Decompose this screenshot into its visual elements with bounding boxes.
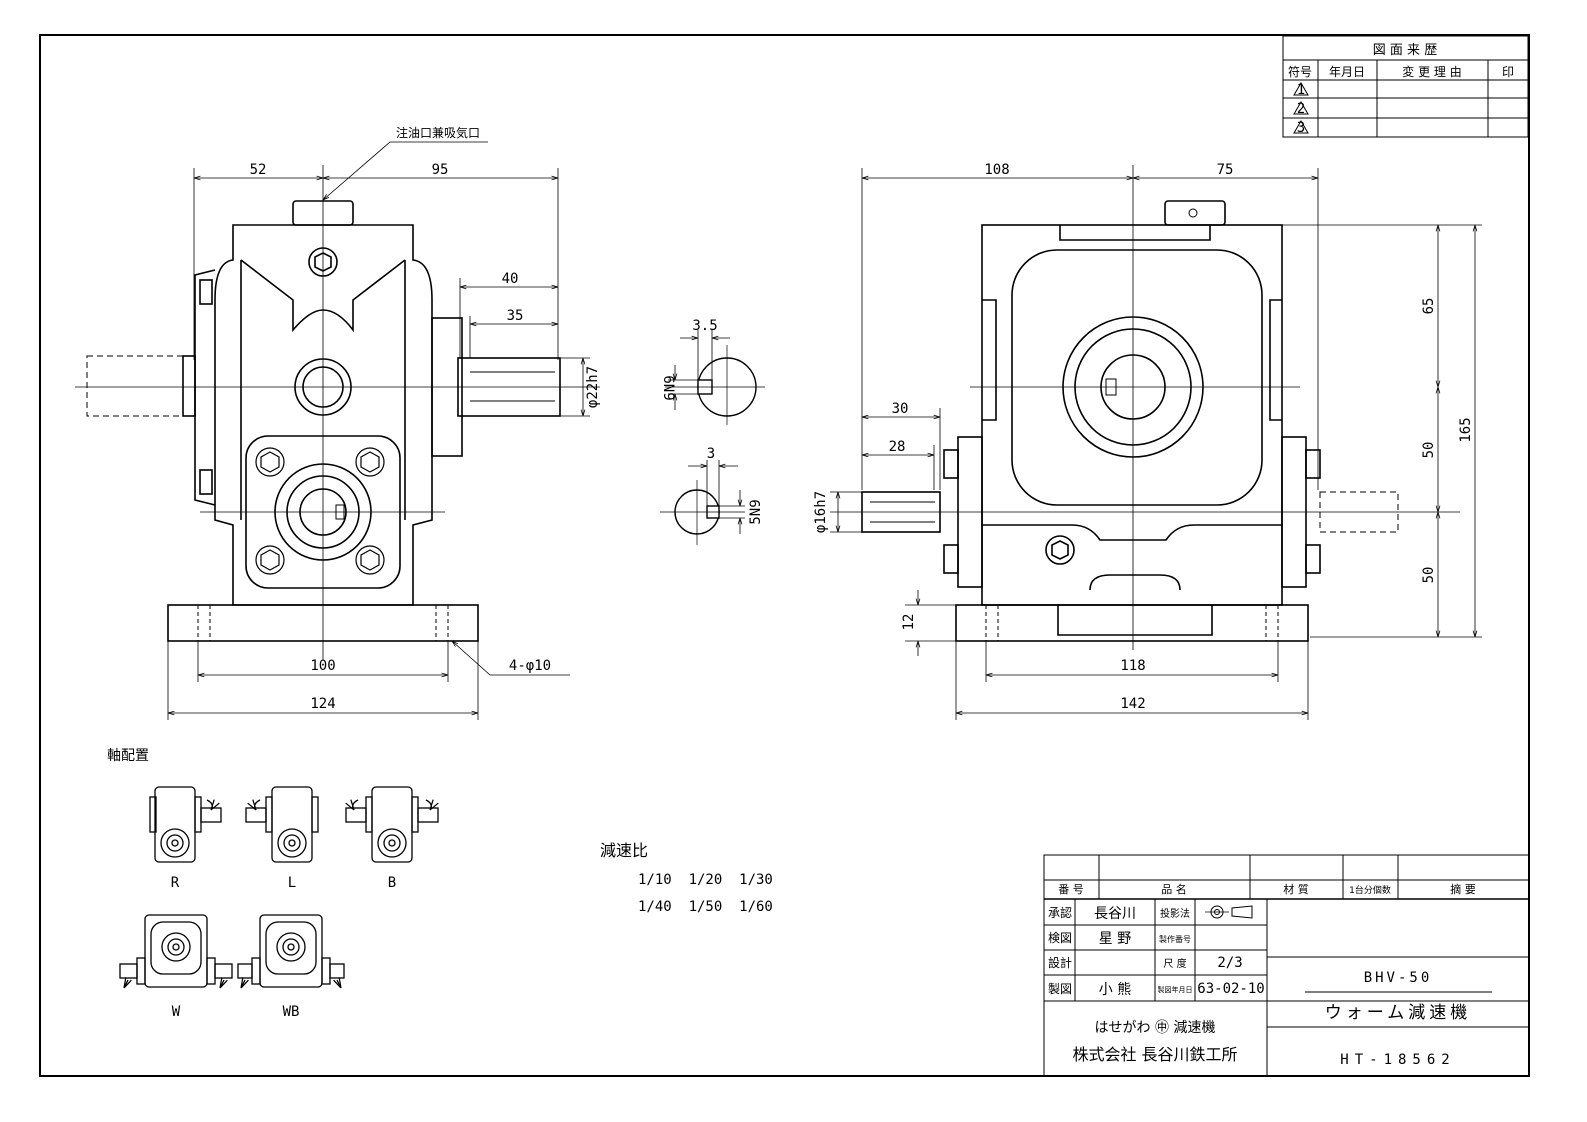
- dim-5n9: 5N9: [748, 499, 764, 524]
- tb-product-no-label: 製作番号: [1159, 934, 1191, 944]
- dim-95: 95: [432, 162, 449, 178]
- tb-model: BHV-50: [1364, 970, 1433, 986]
- dim-6n9: 6N9: [660, 375, 676, 400]
- side-view-dimensions: [830, 168, 1482, 720]
- front-view-dimensions: [167, 141, 590, 720]
- tb-header-material: 材 質: [1283, 882, 1309, 896]
- rev-mark-1: 1: [1297, 82, 1305, 98]
- dim-holes: 4-φ10: [509, 658, 551, 674]
- rev-mark-3: 3: [1297, 120, 1305, 136]
- tb-header-qty: 1台分個数: [1349, 884, 1391, 896]
- tb-approve-name: 長谷川: [1094, 906, 1136, 922]
- dim-shaft-22: φ22h7: [585, 366, 601, 408]
- tb-approve-label: 承認: [1048, 905, 1072, 920]
- tb-company-line2: 株式会社 長谷川鉄工所: [1072, 1045, 1237, 1064]
- tb-date-label: 製図年月日: [1158, 985, 1193, 994]
- arrangement-label-wb: WB: [283, 1004, 300, 1020]
- dim-52: 52: [250, 162, 267, 178]
- oil-port-label: 注油口兼吸気口: [396, 125, 480, 140]
- dim-165: 165: [1458, 417, 1474, 442]
- dim-30: 30: [892, 401, 909, 417]
- tb-header-name: 品 名: [1161, 882, 1187, 896]
- tb-design-label: 設計: [1048, 955, 1072, 970]
- dim-12: 12: [901, 614, 917, 631]
- tb-check-label: 検図: [1048, 931, 1072, 945]
- arrangement-label-b: B: [388, 875, 396, 891]
- axis-arrangement-label: 軸配置: [107, 748, 149, 764]
- dim-118: 118: [1120, 658, 1145, 674]
- reduction-ratio-title: 減速比: [600, 841, 648, 860]
- dim-50-upper: 50: [1421, 442, 1437, 459]
- title-block: [1043, 854, 1530, 1077]
- tb-draw-name: 小 熊: [1099, 982, 1131, 998]
- front-view: [75, 165, 600, 660]
- tb-scale-label: 尺 度: [1163, 957, 1186, 970]
- dim-142: 142: [1120, 696, 1145, 712]
- dim-3: 3: [707, 446, 715, 462]
- dim-50-lower: 50: [1421, 567, 1437, 584]
- arrangement-label-l: L: [288, 875, 296, 891]
- dim-35: 35: [507, 308, 524, 324]
- arrangement-w: [119, 914, 233, 988]
- tb-header-note: 摘 要: [1450, 882, 1476, 896]
- key-detail-dimensions: [668, 330, 745, 534]
- sheet-border: [39, 34, 1530, 1077]
- dim-40: 40: [502, 271, 519, 287]
- arrangement-l: [245, 786, 319, 863]
- tb-company-line1: はせがわ ㊥ 減速機: [1095, 1019, 1216, 1036]
- tb-check-name: 星 野: [1099, 931, 1131, 947]
- dim-124: 124: [310, 696, 335, 712]
- tb-product-name: ウォーム減速機: [1325, 1003, 1472, 1023]
- dim-28: 28: [889, 439, 906, 455]
- dim-65: 65: [1421, 298, 1437, 315]
- ratios-row-1: 1/10 1/20 1/30: [638, 872, 773, 888]
- dim-shaft-16: φ16h7: [813, 491, 829, 533]
- arrangement-r: [149, 786, 222, 863]
- rev-mark-2: 2: [1297, 101, 1305, 117]
- tb-projection-label: 投影法: [1160, 907, 1190, 920]
- rev-header-date: 年月日: [1329, 65, 1365, 79]
- arrangement-label-w: W: [172, 1004, 181, 1020]
- dim-75: 75: [1217, 162, 1234, 178]
- dim-3-5: 3.5: [692, 318, 717, 334]
- key-detail: [660, 345, 765, 545]
- rev-header-symbol: 符号: [1288, 64, 1312, 79]
- arrangement-icons: [119, 786, 438, 988]
- side-view: [830, 165, 1460, 650]
- tb-scale-value: 2/3: [1217, 955, 1242, 971]
- rev-header-seal: 印: [1502, 65, 1514, 79]
- dim-100: 100: [310, 658, 335, 674]
- revision-title: 図 面 来 歴: [1373, 43, 1437, 58]
- tb-date-value: 63-02-10: [1197, 981, 1264, 997]
- tb-drawing-no: HT-18562: [1340, 1052, 1455, 1068]
- tb-draw-label: 製図: [1048, 982, 1072, 996]
- arrangement-b: [346, 786, 438, 863]
- dim-108: 108: [984, 162, 1009, 178]
- tb-header-no: 番 号: [1058, 883, 1084, 896]
- arrangement-label-r: R: [171, 875, 180, 891]
- revision-table: [1282, 35, 1529, 138]
- ratios-row-2: 1/40 1/50 1/60: [638, 899, 773, 915]
- arrangement-wb: [237, 914, 345, 988]
- rev-header-reason: 変 更 理 由: [1402, 64, 1461, 79]
